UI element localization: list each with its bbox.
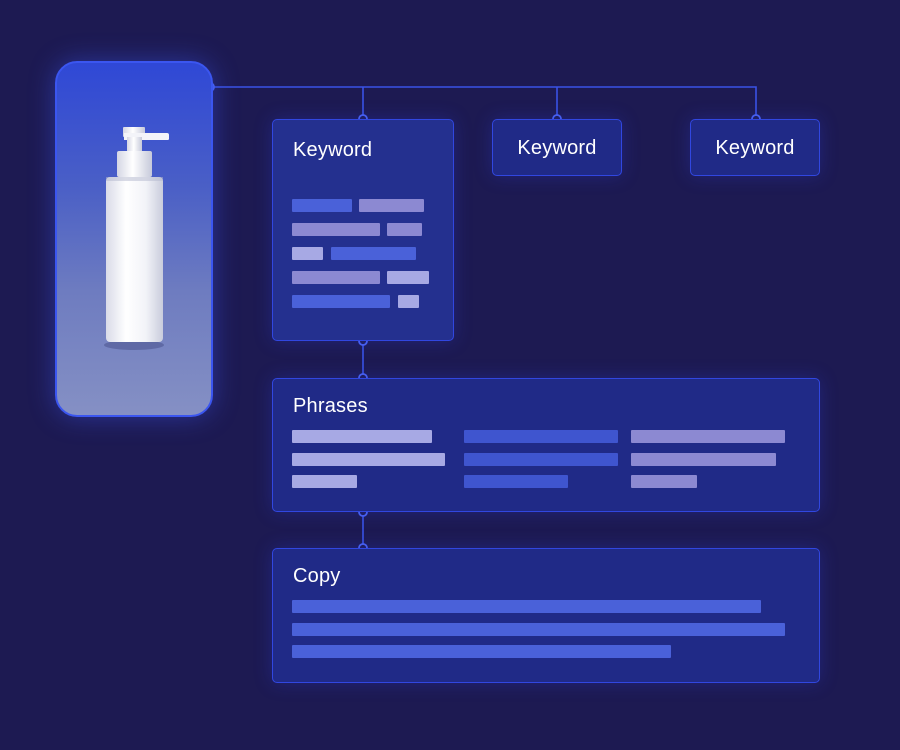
keyword-node[interactable]: Keyword [690,119,820,176]
placeholder-bar [631,475,697,488]
placeholder-bar [292,199,352,212]
pump-bottle-icon [104,127,169,350]
placeholder-bar [464,475,568,488]
connector-trunk [210,86,757,119]
keyword-node-expanded[interactable]: Keyword [272,119,454,341]
placeholder-bar [292,223,380,236]
placeholder-bar [387,223,422,236]
placeholder-bar [464,453,618,466]
copy-node[interactable]: Copy [272,548,820,683]
placeholder-bar [292,645,671,658]
placeholder-bar [292,295,390,308]
phrases-node[interactable]: Phrases [272,378,820,512]
placeholder-bar [292,247,323,260]
placeholder-bar [292,430,432,443]
copy-label: Copy [293,565,341,587]
placeholder-bar [359,199,424,212]
keyword-label: Keyword [517,136,597,159]
phrases-label: Phrases [293,395,368,417]
placeholder-bar [292,453,445,466]
placeholder-bar [331,247,416,260]
placeholder-bar [631,430,785,443]
placeholder-bar [292,475,357,488]
placeholder-bar [398,295,419,308]
keyword-node[interactable]: Keyword [492,119,622,176]
placeholder-bar [292,600,761,613]
placeholder-bar [292,271,380,284]
keyword-label: Keyword [293,139,373,161]
product-image-card [55,61,213,417]
placeholder-bar [387,271,429,284]
placeholder-bar [464,430,618,443]
keyword-label: Keyword [715,136,795,159]
placeholder-bar [631,453,776,466]
placeholder-bar [292,623,785,636]
